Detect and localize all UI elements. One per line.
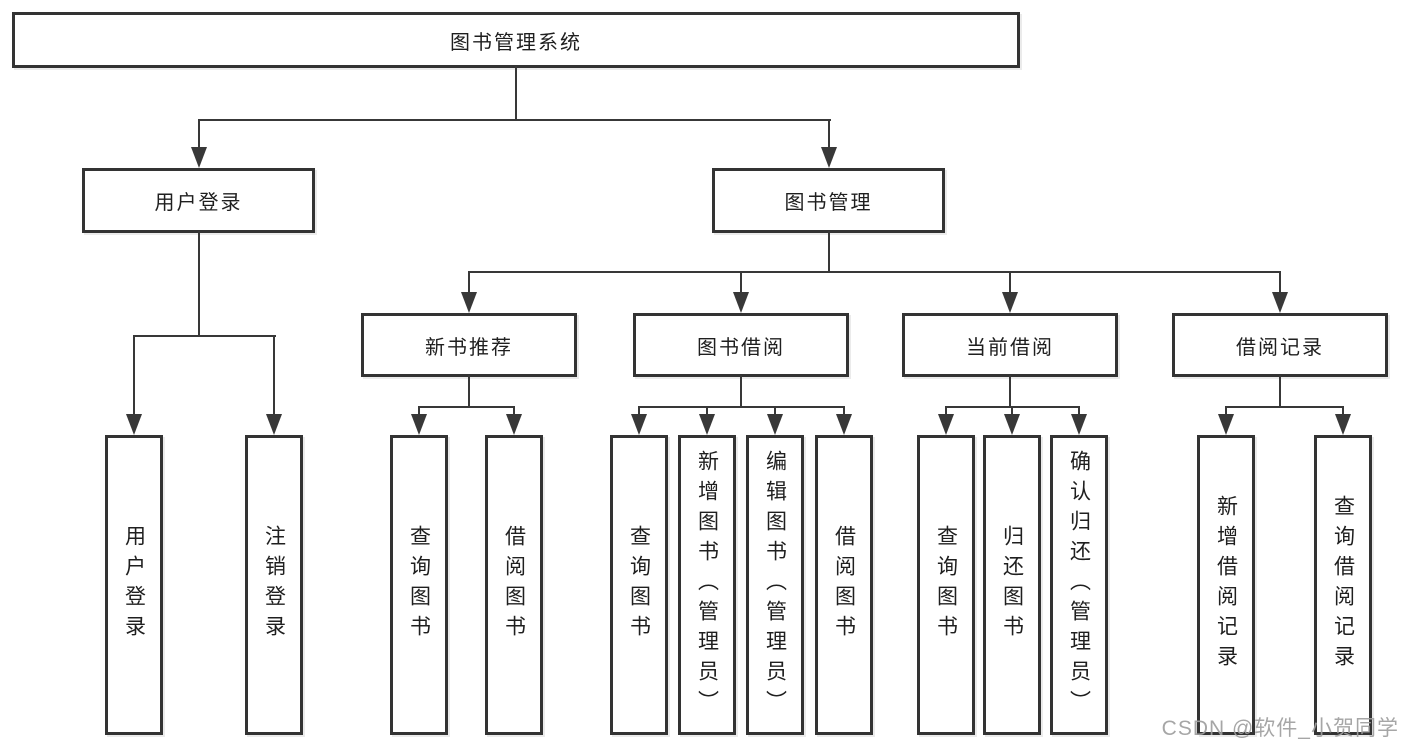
leaf-label: 用户登录 (122, 525, 146, 645)
connector-line (740, 375, 742, 408)
connector-line (1342, 406, 1344, 416)
arrow-down-icon (1002, 292, 1018, 313)
leaf-label: 查询图书 (407, 525, 431, 645)
connector-line (828, 231, 830, 273)
arrow-down-icon (126, 414, 142, 435)
connector-line (740, 271, 742, 294)
leaf-label: 借阅图书 (502, 525, 526, 645)
connector-line (1078, 406, 1080, 416)
node-label: 借阅记录 (1236, 336, 1324, 359)
leaf-query-borrow-record: 查询借阅记录 (1314, 435, 1372, 735)
leaf-query-books-current: 查询图书 (917, 435, 975, 735)
connector-line (945, 406, 947, 416)
connector-line (843, 406, 845, 416)
connector-line (706, 406, 708, 416)
connector-line (198, 119, 831, 121)
connector-line (515, 66, 517, 121)
connector-line (1009, 375, 1011, 408)
connector-line (638, 406, 640, 416)
arrow-down-icon (699, 414, 715, 435)
node-new-book-recommend: 新书推荐 (361, 313, 577, 377)
leaf-return-books: 归还图书 (983, 435, 1041, 735)
node-label: 图书借阅 (697, 336, 785, 359)
node-user-login: 用户登录 (82, 168, 315, 233)
arrow-down-icon (506, 414, 522, 435)
arrow-down-icon (266, 414, 282, 435)
arrow-down-icon (631, 414, 647, 435)
connector-line (468, 271, 1281, 273)
node-label: 图书管理系统 (450, 31, 582, 54)
connector-line (638, 406, 845, 408)
connector-line (1225, 406, 1227, 416)
connector-line (418, 406, 515, 408)
node-label: 图书管理 (784, 192, 873, 214)
leaf-logout: 注销登录 (245, 435, 303, 735)
leaf-label: 确认归还（管理员） (1067, 450, 1091, 720)
node-book-borrow: 图书借阅 (633, 313, 849, 377)
leaf-add-borrow-record: 新增借阅记录 (1197, 435, 1255, 735)
connector-line (774, 406, 776, 416)
connector-line (1011, 406, 1013, 416)
connector-line (273, 335, 275, 415)
arrow-down-icon (191, 147, 207, 168)
arrow-down-icon (733, 292, 749, 313)
node-label: 新书推荐 (425, 336, 513, 359)
connector-line (1279, 375, 1281, 408)
leaf-label: 编辑图书（管理员） (763, 450, 787, 720)
arrow-down-icon (938, 414, 954, 435)
leaf-query-books-borrow: 查询图书 (610, 435, 668, 735)
arrow-down-icon (1071, 414, 1087, 435)
leaf-label: 新增借阅记录 (1214, 495, 1238, 675)
leaf-label: 注销登录 (262, 525, 286, 645)
leaf-query-books-recommend: 查询图书 (390, 435, 448, 735)
leaf-user-login: 用户登录 (105, 435, 163, 735)
leaf-label: 查询图书 (934, 525, 958, 645)
node-current-borrow: 当前借阅 (902, 313, 1118, 377)
leaf-label: 借阅图书 (832, 525, 856, 645)
node-borrow-records: 借阅记录 (1172, 313, 1388, 377)
arrow-down-icon (821, 147, 837, 168)
connector-line (513, 406, 515, 416)
arrow-down-icon (461, 292, 477, 313)
connector-line (1279, 271, 1281, 294)
arrow-down-icon (1004, 414, 1020, 435)
leaf-label: 新增图书（管理员） (695, 450, 719, 720)
leaf-label: 查询借阅记录 (1331, 495, 1355, 675)
node-book-management: 图书管理 (712, 168, 945, 233)
leaf-confirm-return-admin: 确认归还（管理员） (1050, 435, 1108, 735)
connector-line (133, 335, 276, 337)
connector-line (468, 271, 470, 294)
leaf-label: 查询图书 (627, 525, 651, 645)
arrow-down-icon (411, 414, 427, 435)
connector-line (828, 119, 830, 149)
arrow-down-icon (1272, 292, 1288, 313)
leaf-edit-books-admin: 编辑图书（管理员） (746, 435, 804, 735)
csdn-watermark: CSDN @软件_小贺同学 (1161, 717, 1399, 740)
connector-line (198, 119, 200, 149)
connector-line (468, 375, 470, 408)
arrow-down-icon (836, 414, 852, 435)
arrow-down-icon (767, 414, 783, 435)
connector-line (418, 406, 420, 416)
leaf-label: 归还图书 (1000, 525, 1024, 645)
connector-line (133, 335, 135, 415)
arrow-down-icon (1335, 414, 1351, 435)
node-label: 当前借阅 (966, 336, 1054, 359)
leaf-add-books-admin: 新增图书（管理员） (678, 435, 736, 735)
arrow-down-icon (1218, 414, 1234, 435)
leaf-borrow-books-recommend: 借阅图书 (485, 435, 543, 735)
leaf-borrow-books: 借阅图书 (815, 435, 873, 735)
node-library-management-system: 图书管理系统 (12, 12, 1020, 68)
connector-line (198, 231, 200, 337)
connector-line (1009, 271, 1011, 294)
connector-line (1225, 406, 1344, 408)
node-label: 用户登录 (154, 192, 243, 214)
